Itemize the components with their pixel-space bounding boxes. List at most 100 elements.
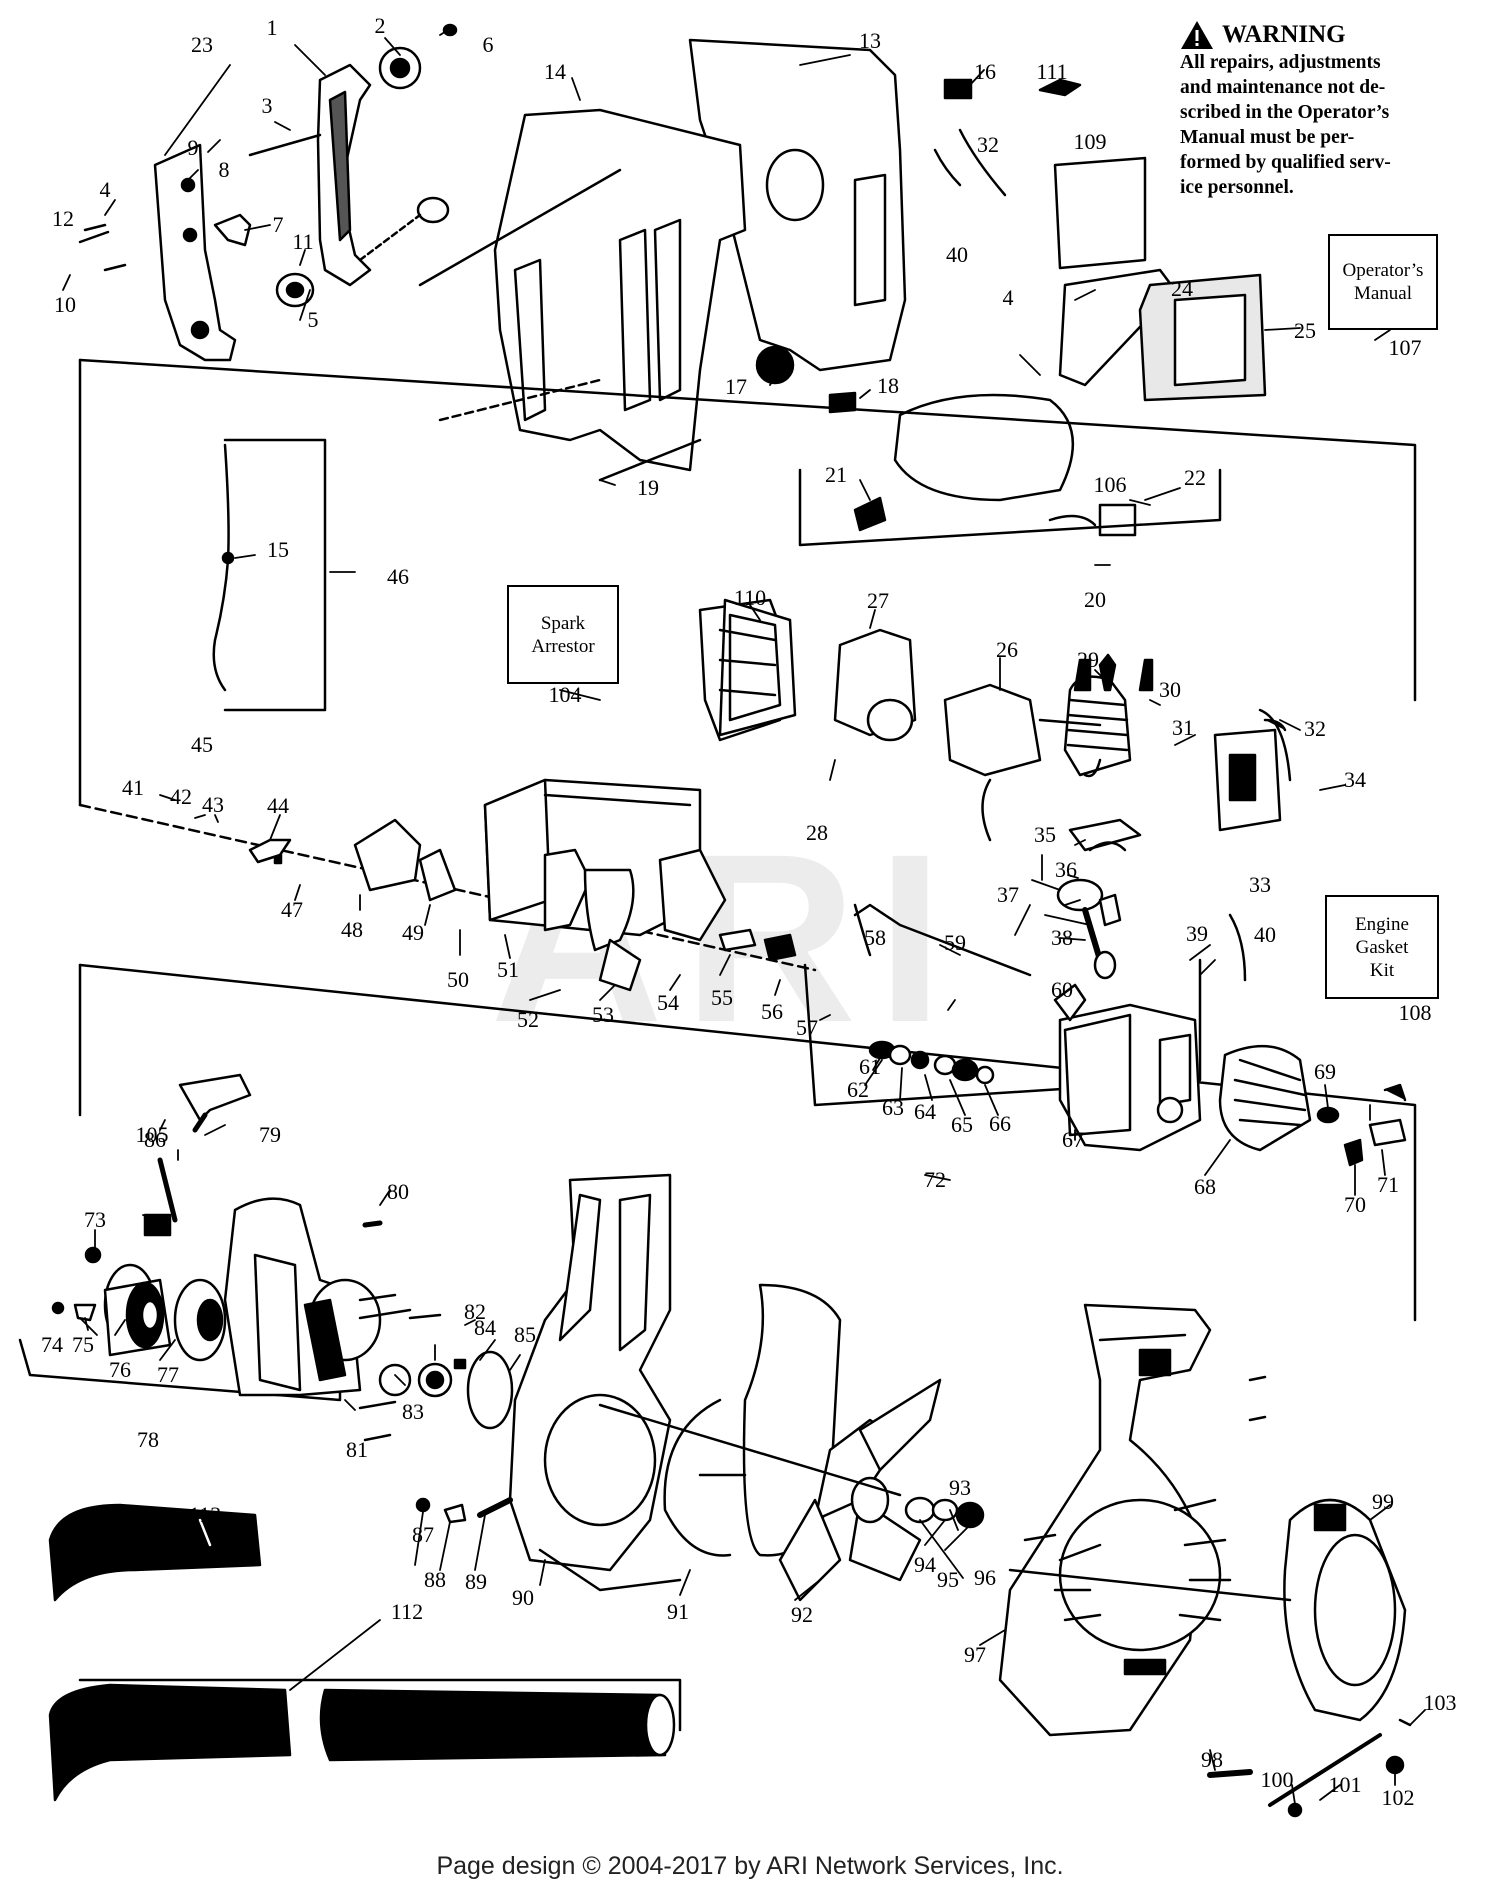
callout-number: 111 — [1036, 59, 1068, 84]
callout-number: 86 — [144, 1127, 166, 1152]
callout-number: 8 — [218, 157, 230, 182]
callout-number: 57 — [796, 1015, 818, 1040]
wire-part — [212, 443, 230, 692]
callout-number: 69 — [1314, 1059, 1336, 1084]
callout-number: 112 — [390, 1599, 424, 1624]
housing-part — [418, 38, 907, 482]
callout-number: 49 — [402, 920, 424, 945]
callout-number: 26 — [996, 637, 1018, 662]
callout-number: 113 — [188, 1502, 222, 1527]
callout-number: 28 — [806, 820, 828, 845]
callout-number: 25 — [1294, 318, 1316, 343]
callout-number: 75 — [72, 1332, 94, 1357]
callout-number: 13 — [859, 28, 881, 53]
callout-number: 41 — [122, 775, 144, 800]
callout-number: 89 — [465, 1569, 487, 1594]
callout-number: 70 — [1344, 1192, 1366, 1217]
warning-notice: WARNING All repairs, adjustments and mai… — [1180, 20, 1480, 200]
callout-number: 11 — [292, 229, 314, 254]
tube-parts — [48, 1503, 676, 1802]
callout-number: 56 — [761, 999, 783, 1024]
callout-number: 58 — [864, 925, 886, 950]
callout-number: 91 — [667, 1599, 689, 1624]
callout-number: 82 — [464, 1299, 486, 1324]
callout-number: 59 — [944, 930, 966, 955]
callout-number: 14 — [544, 59, 566, 84]
callout-number: 95 — [937, 1567, 959, 1592]
callout-number: 107 — [1388, 335, 1422, 360]
callout-number: 105 — [135, 1122, 169, 1147]
callout-number: 81 — [346, 1437, 368, 1462]
callout-number: 102 — [1381, 1785, 1415, 1810]
callout-number: 43 — [202, 792, 224, 817]
callout-number: 110 — [733, 585, 767, 610]
callout-number: 1 — [266, 15, 278, 40]
callout-number: 5 — [307, 307, 319, 332]
callout-number: 10 — [54, 292, 76, 317]
callout-number: 79 — [259, 1122, 281, 1147]
callout-number: 97 — [964, 1642, 986, 1667]
bracket-lines — [18, 358, 1417, 1732]
callout-number: 71 — [1377, 1172, 1399, 1197]
callout-number: 87 — [412, 1522, 434, 1547]
footer-copyright: Page design © 2004-2017 by ARI Network S… — [436, 1852, 1064, 1880]
callout-number: 66 — [989, 1111, 1011, 1136]
callout-number: 39 — [1186, 921, 1208, 946]
callout-number: 6 — [482, 32, 494, 57]
callout-number: 47 — [281, 897, 303, 922]
callout-number: 3 — [261, 93, 273, 118]
callout-number: 106 — [1093, 472, 1127, 497]
callout-number: 103 — [1423, 1690, 1457, 1715]
callout-number: 62 — [847, 1077, 869, 1102]
callout-number: 48 — [341, 917, 363, 942]
callout-number: 73 — [84, 1207, 106, 1232]
callout-number: 4 — [99, 177, 111, 202]
callout-number: 83 — [402, 1399, 424, 1424]
callout-number: 63 — [882, 1095, 904, 1120]
callout-number: 109 — [1073, 129, 1107, 154]
callout-number: 36 — [1055, 857, 1077, 882]
callout-number: 100 — [1260, 1767, 1294, 1792]
callout-number: 15 — [267, 537, 289, 562]
callout-number: 54 — [657, 990, 679, 1015]
callout-number: 93 — [949, 1475, 971, 1500]
callout-number: 2 — [374, 13, 386, 38]
spark-arrestor-box: Spark Arrestor — [507, 585, 619, 684]
callout-number: 74 — [41, 1332, 63, 1357]
operators-manual-box: Operator’s Manual — [1328, 234, 1438, 330]
callout-number: 52 — [517, 1007, 539, 1032]
callout-number: 98 — [1201, 1747, 1223, 1772]
right-housing-part — [998, 1303, 1412, 1818]
engine-gasket-kit-box: Engine Gasket Kit — [1325, 895, 1439, 999]
callout-number: 76 — [109, 1357, 131, 1382]
callout-number: 46 — [387, 564, 409, 589]
callout-number: 60 — [1051, 977, 1073, 1002]
callout-number: 72 — [924, 1167, 946, 1192]
callout-number: 88 — [424, 1567, 446, 1592]
callout-number: 64 — [914, 1099, 936, 1124]
callout-number: 18 — [877, 373, 899, 398]
callout-number: 30 — [1159, 677, 1181, 702]
callout-number: 78 — [137, 1427, 159, 1452]
callout-number: 68 — [1194, 1174, 1216, 1199]
callout-number: 45 — [191, 732, 213, 757]
callout-number: 42 — [170, 784, 192, 809]
callout-number: 32 — [1304, 716, 1326, 741]
callout-number: 90 — [512, 1585, 534, 1610]
callout-number: 17 — [725, 374, 747, 399]
warning-triangle-icon — [1181, 21, 1213, 49]
leader-lines — [62, 29, 1426, 1805]
callout-number: 33 — [1249, 872, 1271, 897]
callout-number: 104 — [548, 682, 582, 707]
warning-title: WARNING — [1222, 21, 1346, 48]
callout-number: 51 — [497, 957, 519, 982]
callout-number: 16 — [974, 59, 996, 84]
callout-number: 19 — [637, 475, 659, 500]
callout-number: 44 — [267, 793, 289, 818]
callout-number: 99 — [1372, 1489, 1394, 1514]
callout-number: 35 — [1034, 822, 1056, 847]
callout-number: 96 — [974, 1565, 996, 1590]
callout-number: 27 — [867, 588, 889, 613]
